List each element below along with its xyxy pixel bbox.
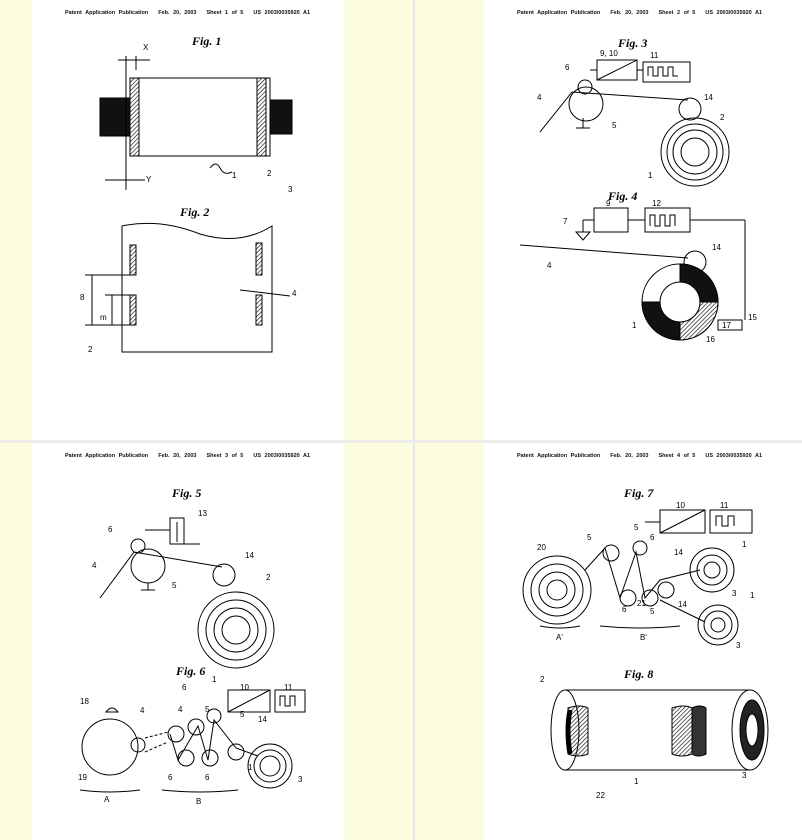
fig1-ref-label: 2 bbox=[267, 169, 272, 178]
fig8-drawing bbox=[551, 690, 768, 770]
fig7-ref-label: 10 bbox=[676, 501, 685, 510]
fig3-ref-label: 14 bbox=[704, 93, 713, 102]
fig7-ref-label: A' bbox=[556, 633, 563, 642]
fig1-drawing bbox=[100, 56, 292, 190]
fig7-title: Fig. 7 bbox=[623, 486, 654, 500]
fig3-drawing bbox=[540, 60, 729, 186]
fig3-ref-label: 2 bbox=[720, 113, 725, 122]
fig6-ref-label: 4 bbox=[178, 705, 183, 714]
fig4-ref-label: 1 bbox=[632, 321, 637, 330]
fig5-drawing bbox=[100, 518, 274, 668]
fig4-ref-label: 7 bbox=[563, 217, 568, 226]
fig7-ref-label: 3 bbox=[732, 589, 737, 598]
fig6-ref-label: B bbox=[196, 797, 201, 806]
fig7-ref-label: B' bbox=[640, 633, 647, 642]
fig5-ref-label: 6 bbox=[108, 525, 113, 534]
fig6-ref-label: A bbox=[104, 795, 110, 804]
fig7-ref-label: 21 bbox=[637, 599, 646, 608]
fig4-ref-label: 4 bbox=[547, 261, 552, 270]
fig8-title: Fig. 8 bbox=[623, 667, 653, 681]
fig2-title: Fig. 2 bbox=[179, 205, 209, 219]
fig3-ref-label: 6 bbox=[565, 63, 570, 72]
fig5-ref-label: 2 bbox=[266, 573, 271, 582]
fig5-ref-label: 13 bbox=[198, 509, 207, 518]
fig7-ref-label: 1 bbox=[742, 540, 747, 549]
fig6-ref-label: 1 bbox=[248, 763, 253, 772]
fig7-ref-label: 1 bbox=[750, 591, 755, 600]
fig1-title: Fig. 1 bbox=[191, 34, 221, 48]
fig7-ref-label: 6 bbox=[622, 605, 627, 614]
fig6-ref-label: 4 bbox=[140, 706, 145, 715]
fig4-title: Fig. 4 bbox=[607, 189, 637, 203]
fig1-ref-label: 3 bbox=[288, 185, 293, 194]
fig6-ref-label: 14 bbox=[258, 715, 267, 724]
fig6-ref-label: 5 bbox=[240, 710, 245, 719]
fig8-ref-label: 22 bbox=[596, 791, 605, 800]
fig7-ref-label: 6 bbox=[650, 533, 655, 542]
fig2-ref-label: m bbox=[100, 313, 107, 322]
fig1-ref-label: X bbox=[143, 43, 149, 52]
fig7-ref-label: 14 bbox=[674, 548, 683, 557]
fig4-ref-label: 15 bbox=[748, 313, 757, 322]
fig7-ref-label: 20 bbox=[537, 543, 546, 552]
fig1-ref-label: Y bbox=[146, 175, 152, 184]
fig8-ref-label: 3 bbox=[742, 771, 747, 780]
fig6-ref-label: 3 bbox=[298, 775, 303, 784]
fig6-ref-label: 10 bbox=[240, 683, 249, 692]
fig6-ref-label: 11 bbox=[284, 683, 293, 692]
fig2-ref-label: 8 bbox=[80, 293, 85, 302]
fig7-ref-label: 11 bbox=[720, 501, 729, 510]
fig2-drawing bbox=[85, 223, 290, 352]
fig7-ref-label: 5 bbox=[650, 607, 655, 616]
fig6-ref-label: 19 bbox=[78, 773, 87, 782]
fig7-ref-label: 3 bbox=[736, 641, 741, 650]
fig4-ref-label: 17 bbox=[722, 321, 731, 330]
fig6-ref-label: 5 bbox=[205, 705, 210, 714]
fig7-ref-label: 5 bbox=[587, 533, 592, 542]
fig2-ref-label: 2 bbox=[88, 345, 93, 354]
fig5-ref-label: 5 bbox=[172, 581, 177, 590]
fig5-ref-label: 1 bbox=[212, 675, 217, 684]
fig3-ref-label: 9, 10 bbox=[600, 49, 618, 58]
fig6-ref-label: 6 bbox=[182, 683, 187, 692]
fig4-ref-label: 9 bbox=[606, 199, 611, 208]
fig4-ref-label: 12 bbox=[652, 199, 661, 208]
fig8-ref-label: 1 bbox=[634, 777, 639, 786]
fig3-ref-label: 4 bbox=[537, 93, 542, 102]
fig7-ref-label: 5 bbox=[634, 523, 639, 532]
fig5-ref-label: 4 bbox=[92, 561, 97, 570]
fig6-drawing bbox=[80, 690, 305, 792]
fig4-ref-label: 16 bbox=[706, 335, 715, 344]
fig2-ref-label: 4 bbox=[292, 289, 297, 298]
fig3-title: Fig. 3 bbox=[617, 36, 647, 50]
fig5-ref-label: 14 bbox=[245, 551, 254, 560]
fig7-ref-label: 14 bbox=[678, 600, 687, 609]
fig4-ref-label: 14 bbox=[712, 243, 721, 252]
fig6-ref-label: 6 bbox=[205, 773, 210, 782]
fig1-ref-label: 1 bbox=[232, 171, 237, 180]
fig6-ref-label: 18 bbox=[80, 697, 89, 706]
fig6-ref-label: 6 bbox=[168, 773, 173, 782]
fig3-ref-label: 1 bbox=[648, 171, 653, 180]
fig5-title: Fig. 5 bbox=[171, 486, 201, 500]
fig6-title: Fig. 6 bbox=[175, 664, 205, 678]
fig3-ref-label: 5 bbox=[612, 121, 617, 130]
fig8-ref-label: 2 bbox=[540, 675, 545, 684]
fig3-ref-label: 11 bbox=[650, 51, 659, 60]
